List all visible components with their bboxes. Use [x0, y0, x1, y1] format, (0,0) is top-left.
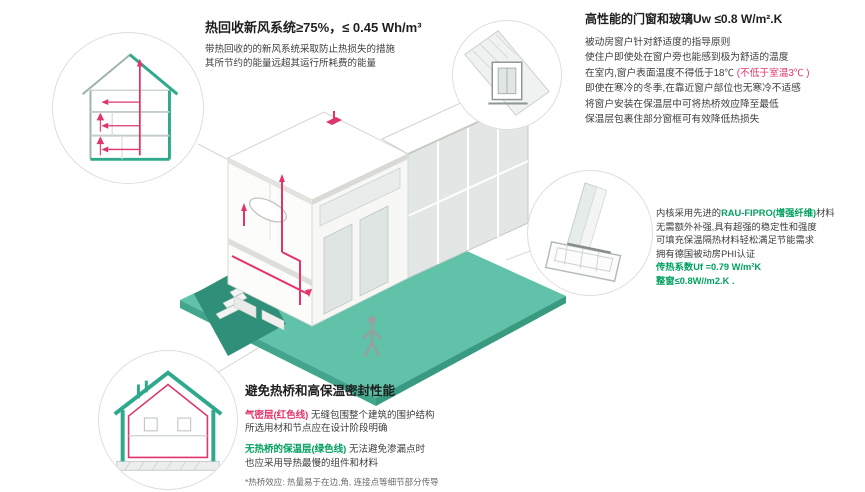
windows-title: 高性能的门窗和玻璃Uw ≤0.8 W/m².K [585, 12, 783, 26]
windows-line3-black: 在室内,窗户表面温度不得低于18℃ [585, 67, 737, 79]
ventilation-ducts [231, 174, 312, 305]
windows-line3-red: (不低于室温3℃ ) [736, 67, 810, 79]
thermal-airtight-line2: 所选用材和节点应在设计阶段明确 [245, 423, 388, 435]
windows-line2: 使住户即使处在窗户旁也能感到极为舒适的温度 [585, 52, 789, 64]
profile-line1-highlight: RAU-FIPRO(增强纤维) [721, 208, 817, 218]
windows-line3: 在室内,窗户表面温度不得低于18℃ (不低于室温3℃ ) [585, 66, 861, 81]
airtight-red-line [127, 383, 209, 459]
airflow-arrows [101, 58, 143, 153]
thermal-insulation-line2: 也应采用导热最慢的组件和材料 [245, 457, 379, 469]
insulation-text: 无法避免渗漏点时 [346, 444, 425, 456]
windows-line1: 被动房窗户针对舒适度的指导原则 [585, 37, 731, 48]
person-figure [362, 316, 382, 358]
ground-platform [180, 208, 566, 406]
ventilation-circle [52, 32, 204, 184]
profile-line4: 拥有德国被动房PHI认证 [656, 248, 756, 259]
ventilation-desc-line2: 其所节约的能量远超其运行所耗费的能量 [205, 57, 377, 69]
thermal-footnote: *热桥效应: 热量易于在边,角, 连接点等细节部分传导 [245, 476, 439, 487]
insulation-label: 无热桥的保温层(绿色线) [245, 444, 347, 456]
thermal-insulation-line1: 无热桥的保温层(绿色线) 无法避免渗漏点时 [245, 443, 575, 456]
profile-stat2: 整窗≤0.8W//m2.K . [656, 275, 735, 286]
windows-line6: 保温层包裹住部分窗框可有效降低热损失 [585, 114, 760, 126]
thermal-airtight-line1: 气密层(红色线) 无缝包围整个建筑的围护结构 [245, 409, 575, 422]
profile-line1: 内核采用先进的RAU-FIPRO(增强纤维)材料 [656, 207, 864, 221]
ventilation-text-block: 热回收新风系统≥75%，≤ 0.45 Wh/m³ 带热回收的的新风系统采取防止热… [205, 17, 495, 70]
windows-line4: 即使在寒冷的冬季,在靠近窗户部位也无寒冷不适感 [585, 83, 801, 95]
window-profile-circle [527, 170, 653, 296]
thermal-text-block: 避免热桥和高保温密封性能 气密层(红色线) 无缝包围整个建筑的围护结构 所选用材… [245, 380, 575, 489]
basement-cut-stairs [194, 259, 286, 356]
profile-line1-pre: 内核采用先进的 [656, 208, 722, 218]
profile-line3: 可填充保温隔热材料轻松满足节能需求 [656, 235, 815, 246]
profile-stat1: 传热系数Uf =0.79 W/m²K [656, 262, 762, 273]
thermal-house-illustration [113, 370, 223, 471]
profile-text-block: 内核采用先进的RAU-FIPRO(增强纤维)材料 无需额外补强,具有超强的稳定性… [656, 207, 864, 289]
roof-slabs [226, 111, 410, 205]
insulation-green-line [113, 370, 223, 416]
profile-line1-post: 材料 [816, 208, 835, 218]
ventilation-title: 热回收新风系统≥75%，≤ 0.45 Wh/m³ [205, 20, 422, 35]
airtight-text: 无缝包围整个建筑的围护结构 [308, 410, 435, 421]
profile-line2: 无需额外补强,具有超强的稳定性和强度 [656, 221, 817, 232]
cutaway-interior [227, 157, 313, 331]
window-profile-illustration [544, 182, 622, 283]
thermal-title: 避免热桥和高保温密封性能 [245, 384, 396, 398]
roof-vent [326, 117, 342, 125]
south-face [311, 153, 409, 327]
windows-line5: 将窗户安装在保温层中可将热桥效应降至最低 [585, 98, 779, 110]
windows-text-block: 高性能的门窗和玻璃Uw ≤0.8 W/m².K 被动房窗户针对舒适度的指导原则 … [585, 10, 861, 127]
airtight-label: 气密层(红色线) [245, 410, 309, 421]
thermal-circle [98, 350, 238, 490]
ventilation-desc-line1: 带热回收的的新风系统采取防止热损失的措施 [205, 44, 396, 55]
house-cross-section-illustration [81, 53, 179, 161]
connector-lines [197, 125, 539, 377]
